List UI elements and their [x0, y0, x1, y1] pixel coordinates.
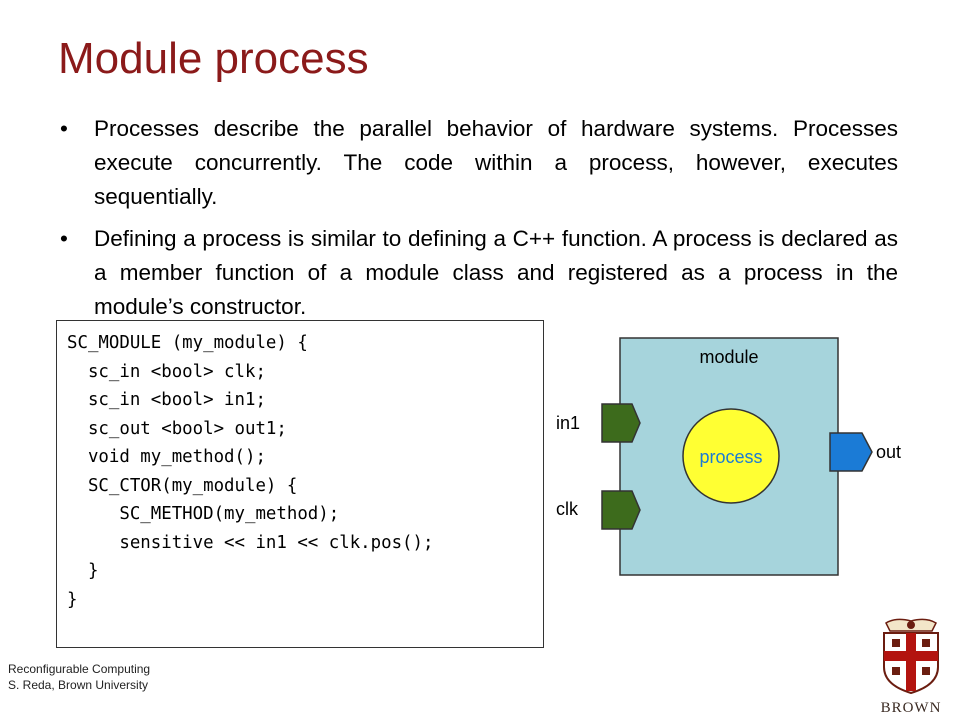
bullet-glyph: •: [60, 116, 68, 141]
output-port-out: [829, 432, 873, 472]
bullet-glyph: •: [60, 226, 68, 251]
port-label-clk: clk: [556, 499, 579, 519]
code-line: sc_in <bool> clk;: [67, 361, 266, 382]
code-line: sc_in <bool> in1;: [67, 390, 266, 410]
bullet-text: Processes describe the parallel behavior…: [94, 116, 898, 209]
brown-university-shield-icon: BROWN: [881, 618, 942, 715]
footer: Reconfigurable Computing S. Reda, Brown …: [8, 661, 150, 693]
code-line: void my_method();: [67, 447, 266, 467]
logo-wordmark: BROWN: [881, 700, 942, 715]
port-label-in1: in1: [556, 413, 580, 433]
code-listing: SC_MODULE (my_module) { sc_in <bool> clk…: [56, 320, 544, 648]
code-line: SC_METHOD(my_method);: [67, 504, 340, 524]
code-line: }: [67, 561, 99, 581]
code-line: SC_CTOR(my_module) {: [67, 475, 298, 496]
port-label-out: out: [876, 442, 901, 462]
input-port-in1: [601, 403, 641, 443]
code-line: SC_MODULE (my_module) {: [67, 333, 308, 353]
slide-title: Module process: [58, 34, 369, 83]
code-line: sc_out <bool> out1;: [67, 418, 287, 439]
module-diagram: module process in1 clk out: [556, 337, 901, 576]
footer-course: Reconfigurable Computing: [8, 662, 151, 676]
bullet-item: • Defining a process is similar to defin…: [58, 222, 898, 324]
code-line: sensitive << in1 << clk.pos();: [67, 532, 434, 553]
bullet-list: • Processes describe the parallel behavi…: [58, 112, 898, 332]
process-ellipse: [682, 408, 780, 504]
input-port-clk: [601, 490, 641, 530]
code-line: }: [67, 589, 78, 610]
footer-author: S. Reda, Brown University: [8, 678, 149, 692]
module-label: module: [699, 347, 758, 367]
bullet-item: • Processes describe the parallel behavi…: [58, 112, 898, 214]
process-label: process: [699, 447, 762, 467]
bullet-text: Defining a process is similar to definin…: [94, 226, 898, 319]
